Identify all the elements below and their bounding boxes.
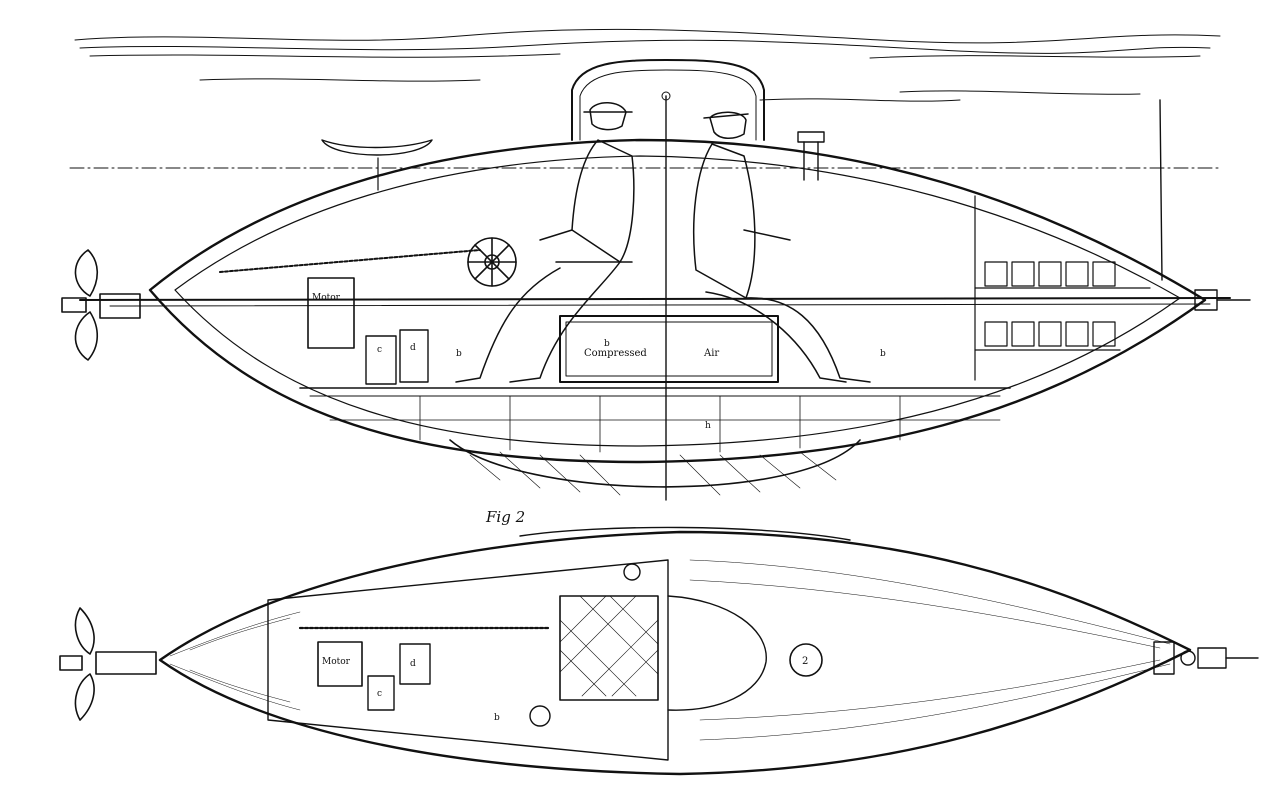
top-hatch	[667, 595, 767, 711]
top-box-c	[367, 675, 395, 711]
bilge-compartments	[329, 395, 1001, 453]
propeller-shaft	[79, 297, 1231, 301]
compressed-air-tank	[559, 315, 779, 383]
top-hull-outer	[158, 530, 1192, 776]
top-bow-fitting	[1153, 641, 1259, 675]
tank-label-compressed: Compressed	[584, 348, 647, 359]
hull-outer	[148, 138, 1207, 464]
top-label-c: c	[377, 689, 382, 699]
fig2-caption: Fig 2	[485, 508, 525, 526]
label-c: c	[377, 345, 382, 355]
top-port	[789, 643, 823, 677]
top-stern-hatching	[169, 611, 301, 711]
top-port-label: 2	[802, 656, 808, 667]
drive-chain	[219, 249, 481, 273]
top-label-b: b	[494, 713, 500, 723]
seat-net-pattern	[559, 595, 659, 697]
motor-box	[307, 277, 355, 349]
label-b-right: b	[880, 349, 886, 359]
top-label-d: d	[410, 659, 416, 669]
box-c	[365, 335, 397, 385]
top-deck-rail	[519, 526, 851, 541]
top-stern-propeller	[59, 607, 157, 721]
top-view: Motor c d b 2	[59, 526, 1259, 776]
crew-sailor	[455, 102, 635, 383]
box-d	[399, 329, 429, 383]
top-bow-hatching	[689, 559, 1171, 741]
tank-label-air: Air	[703, 348, 719, 359]
label-b-left: b	[456, 349, 462, 359]
side-view: Motor c d b b h b Compressed Air	[61, 59, 1251, 501]
conning-tower	[571, 59, 765, 141]
keel-ballast	[449, 439, 861, 488]
top-box-d	[399, 643, 431, 685]
air-vent	[797, 131, 825, 181]
stern-propeller	[61, 249, 141, 361]
bow-spike	[1159, 99, 1251, 311]
dive-plane	[321, 139, 433, 156]
steering-wheel	[467, 237, 517, 287]
tank-label-b: b	[604, 339, 610, 349]
bow-stores	[974, 195, 1151, 381]
top-motor-box	[317, 641, 363, 687]
motor-label: Motor	[312, 293, 341, 303]
label-d: d	[410, 343, 416, 353]
top-motor-label: Motor	[322, 657, 351, 667]
crew-officer	[692, 111, 871, 383]
top-seat-net	[559, 595, 659, 701]
water-surface	[74, 28, 1221, 102]
label-h: h	[705, 421, 711, 431]
